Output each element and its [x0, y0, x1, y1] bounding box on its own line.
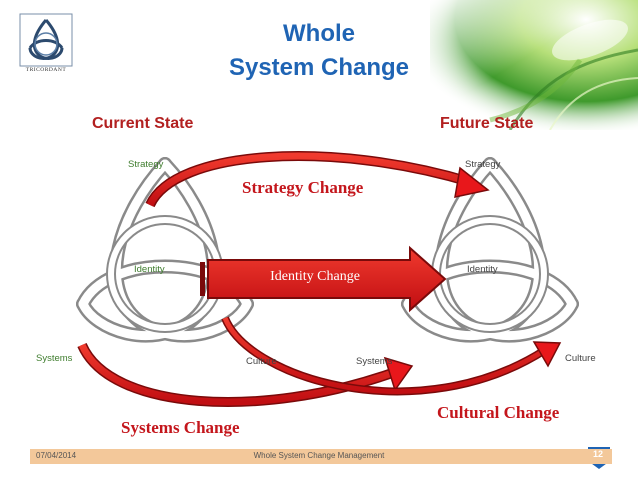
logo-text: TRICORDANT — [25, 67, 67, 73]
strategy-change-arrow — [145, 151, 490, 208]
left-systems-label: Systems — [36, 353, 73, 364]
cultural-change-arrow — [221, 316, 562, 396]
right-strategy-label: Strategy — [465, 159, 501, 170]
cultural-change-label: Cultural Change — [437, 403, 560, 422]
right-identity-label: Identity — [467, 264, 498, 275]
page-title-line1: Whole — [283, 20, 355, 47]
footer-bar — [30, 449, 612, 464]
triquetra-logo-icon — [19, 13, 73, 67]
future-state-heading: Future State — [440, 115, 534, 132]
identity-change-arrow — [200, 245, 447, 313]
left-strategy-label: Strategy — [128, 159, 164, 170]
right-systems-label: Systems — [356, 356, 393, 367]
left-culture-label: Culture — [246, 356, 277, 367]
systems-change-arrow — [77, 342, 414, 407]
left-identity-label: Identity — [134, 264, 165, 275]
strategy-change-label: Strategy Change — [242, 178, 364, 197]
leaf-decoration — [430, 0, 638, 130]
footer-title: Whole System Change Management — [253, 451, 385, 460]
right-culture-label: Culture — [565, 353, 596, 364]
page-number: 12 — [592, 449, 603, 459]
current-state-heading: Current State — [92, 115, 194, 132]
systems-change-label: Systems Change — [121, 418, 240, 437]
identity-change-label: Identity Change — [270, 269, 360, 284]
tricordant-logo — [18, 12, 74, 76]
right-triquetra — [408, 164, 572, 336]
page-title-line2: System Change — [228, 54, 410, 81]
footer-date: 07/04/2014 — [36, 451, 77, 460]
